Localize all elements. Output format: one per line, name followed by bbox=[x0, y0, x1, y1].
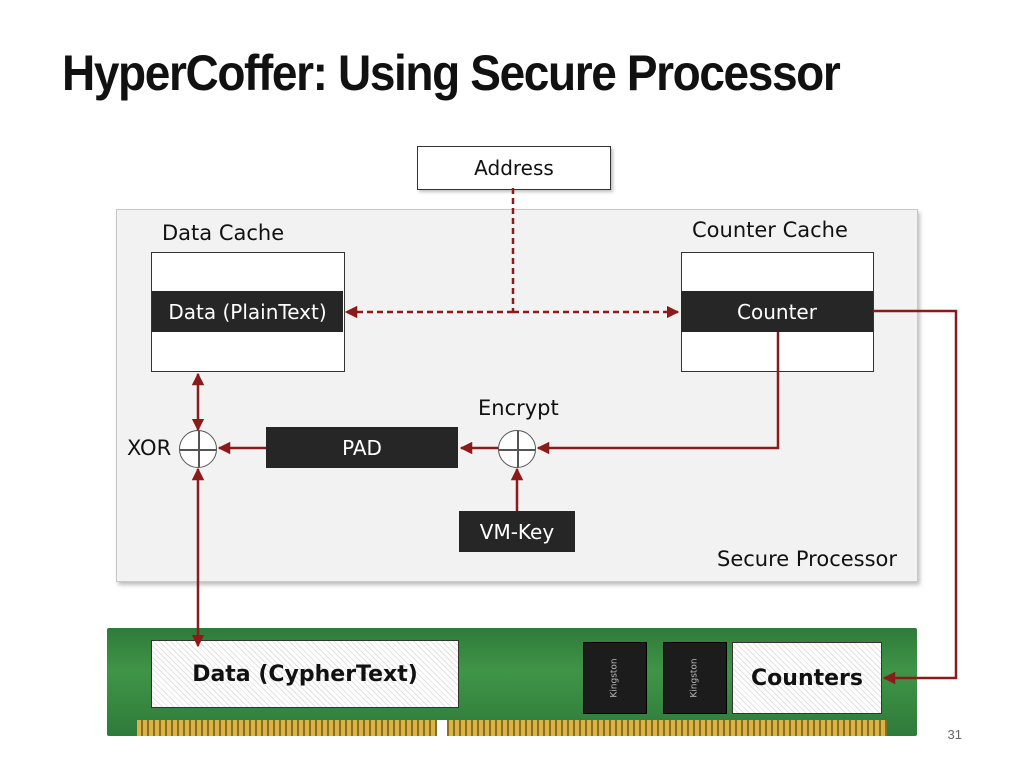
counter-to-memory-arrow bbox=[873, 309, 958, 685]
memory-counters-region: Counters bbox=[732, 642, 882, 714]
counter-line: Counter bbox=[681, 291, 873, 332]
pad-box: PAD bbox=[266, 427, 458, 468]
data-cache-label: Data Cache bbox=[162, 221, 285, 245]
memory-data-region: Data (CypherText) bbox=[151, 640, 459, 708]
data-plaintext-line: Data (PlainText) bbox=[152, 291, 343, 332]
vm-key-box: VM-Key bbox=[459, 511, 575, 552]
memory-chip: Kingston bbox=[583, 642, 647, 714]
encrypt-xor-icon bbox=[498, 430, 536, 468]
memory-notch bbox=[437, 720, 447, 736]
slide-title: HyperCoffer: Using Secure Processor bbox=[62, 45, 841, 101]
memory-chip: Kingston bbox=[663, 642, 727, 714]
counter-to-encrypt-arrow bbox=[536, 332, 780, 455]
secure-processor-label: Secure Processor bbox=[717, 547, 898, 571]
xor-label: XOR bbox=[127, 436, 172, 460]
encrypt-label: Encrypt bbox=[478, 396, 559, 420]
counter-cache-label: Counter Cache bbox=[692, 218, 848, 242]
memory-pins bbox=[137, 720, 887, 736]
page-number: 31 bbox=[947, 727, 962, 742]
